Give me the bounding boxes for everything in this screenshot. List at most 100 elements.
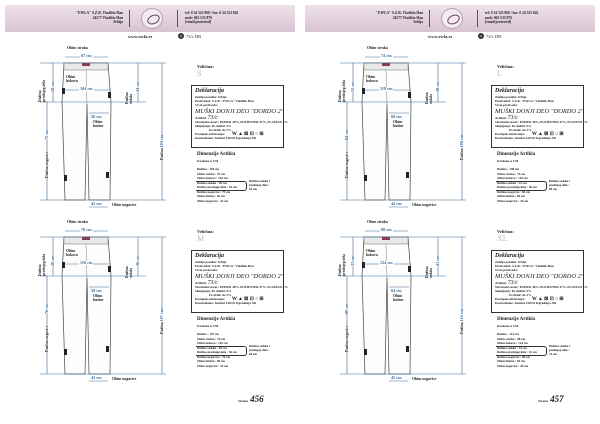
article-code-icon: Q — [178, 33, 184, 39]
article-label: Artikal: — [195, 115, 207, 120]
page-number-label: Strana — [238, 399, 249, 403]
address-line: "EWLA" S.Z.R. Vladičin Han — [76, 11, 123, 15]
article-code-icon: Q — [478, 33, 484, 39]
inseam-value: 84 cm — [344, 129, 350, 140]
dimension-item: Obim bokova : 124 cm — [497, 341, 528, 345]
dimension-item: Dužina nogavice : 76 cm — [197, 354, 231, 359]
declaration-title: Deklaracija — [195, 253, 224, 259]
hips-label: Obim bokova — [366, 75, 378, 84]
contact-line: tel: 0 24 523 800 / fax: 0 24 523 842 — [185, 11, 239, 15]
care-label: Postupak održavanja: — [195, 132, 226, 137]
pocket-trim — [106, 172, 109, 178]
shrinkage-width: Po širini: do 3% — [209, 127, 232, 132]
pants-diagram — [40, 56, 166, 208]
dimension-item: Obim struka : 88 cm — [497, 336, 526, 341]
address-line: "EWLA" S.Z.R. Vladičin Han — [376, 11, 423, 15]
care-line: Postupak održavanja: W ▲ ⊠ ⊡ ○ ⊞ — [495, 297, 580, 302]
care-line: Postupak održavanja: W ▲ ⊠ ⊡ ○ ⊞ — [195, 297, 280, 302]
inseam-label: Dužina nogavice — [45, 151, 50, 178]
pants-diagrams — [340, 56, 466, 382]
dimension-item: Dužina : 108 cm — [497, 167, 520, 171]
leg-opening-label: Obim nogavice — [412, 203, 437, 207]
leg-opening-label: Obim nogavice — [412, 377, 437, 381]
size-label: Veličina: — [497, 229, 514, 234]
note-line: 66 cm — [249, 351, 258, 356]
pocket-trim — [364, 175, 367, 181]
pants-outline — [61, 62, 112, 201]
declaration-title: Deklaracija — [195, 88, 224, 94]
seat-label: Dužina sedala — [125, 92, 134, 104]
seat-label: Dužina sedala — [125, 266, 134, 278]
hips-value: 118 cm — [379, 86, 394, 92]
shrinkage-width: Po širini: do 3% — [509, 127, 532, 132]
composition: Sirovinski sastav: PAMUK 48%, POLIESTER … — [195, 119, 288, 124]
seat-label: Dužina sedala — [425, 92, 434, 104]
address-line: Srbija — [113, 20, 123, 24]
shrinkage-length: Skupljanje: Po dužini: 5% — [495, 123, 532, 128]
declaration-line: Proizvođač: S.Z.R. "EWLA" Vladičin Han — [195, 263, 254, 268]
length-value: 114 cm — [459, 308, 464, 322]
pants-diagram — [340, 56, 466, 208]
website-link: www.ewla.rs — [428, 34, 453, 39]
waist-label: Obim struka — [367, 220, 388, 224]
contact-line: tel: 0 24 523 800 / fax: 0 24 523 842 — [485, 11, 539, 15]
declaration-line: Proizvođač: S.Z.R. "EWLA" Vladičin Han — [495, 263, 554, 268]
care-label: Postupak održavanja: — [495, 132, 526, 137]
dimensions-subtitle: Izraženo u CM — [197, 324, 219, 328]
article-number: 73/c — [507, 279, 518, 286]
pocket-trim — [64, 349, 67, 355]
waistband-label — [82, 237, 90, 240]
composition: Sirovinski sastav: PAMUK 48%, POLIESTER … — [495, 284, 588, 289]
declaration-line: Proizvođač: S.Z.R. "EWLA" Vladičin Han — [495, 98, 554, 103]
length-text: Dužina — [160, 148, 164, 160]
dimension-item: Dužina : 107 cm — [197, 332, 220, 336]
inseam-label: Dužina nogavice — [345, 151, 350, 178]
article-line: Artikal: 73/c — [195, 115, 280, 121]
leg-opening-value: 44 cm — [391, 201, 402, 207]
care-symbols-icon: W ▲ ⊠ ⊡ ○ ⊞ — [231, 132, 264, 138]
pocket-trim — [406, 346, 409, 352]
length-label: Dužina 104 cm — [159, 134, 165, 160]
declaration-line: Zemlja porekla: Srbija — [495, 260, 527, 264]
control-line: Kontrolisano: Institut ZOOO Izgrađenja N… — [495, 301, 557, 306]
dimension-item: Obim butine : 60 cm — [497, 194, 525, 198]
size-label: Veličina: — [197, 229, 214, 234]
thigh-value: 56 cm — [91, 114, 102, 119]
declaration-line: Zemlja porekla: Srbija — [195, 260, 227, 264]
note-line: 62 cm — [249, 186, 258, 191]
control-line: Kontrolisano: Institut ZOOO Izgrađenja N… — [495, 136, 557, 141]
pocket-trim — [106, 346, 109, 352]
pocket-trim — [362, 262, 365, 268]
length-text: Dužina — [460, 322, 464, 334]
dimension-item: Dužina sedala : 28 cm — [197, 180, 227, 185]
dimension-item: Obim struka : 74 cm — [497, 171, 526, 176]
hips-label: Obim bokova — [66, 249, 78, 258]
header-divider — [129, 10, 130, 27]
length-label: Dužina 107 cm — [159, 308, 165, 334]
size-value: M — [197, 234, 205, 243]
composition: Sirovinski sastav: PAMUK 48%, POLIESTER … — [195, 284, 288, 289]
pants-outline — [361, 236, 412, 375]
dimensions-bracket — [496, 346, 547, 356]
dimension-item: Dužina prednjeg dela : 36 cm — [197, 350, 237, 354]
declaration-line: Proizvođač: S.Z.R. "EWLA" Vladičin Han — [195, 98, 254, 103]
care-label: Postupak održavanja: — [495, 297, 526, 302]
dimension-item: Obim butine : 64 cm — [497, 359, 525, 363]
seat-label: Dužina sedala — [425, 266, 434, 278]
waistband-label — [82, 63, 90, 66]
pants-diagram — [340, 230, 466, 382]
note-line: prednjeg dela : — [249, 182, 270, 187]
article-line: Artikal: 73/c — [195, 280, 280, 286]
dimension-item: Obim struka : 70 cm — [197, 336, 226, 341]
thigh-label: Obim butine — [393, 120, 404, 129]
pocket-trim — [364, 349, 367, 355]
note-line: prednjeg dela : — [549, 182, 570, 187]
